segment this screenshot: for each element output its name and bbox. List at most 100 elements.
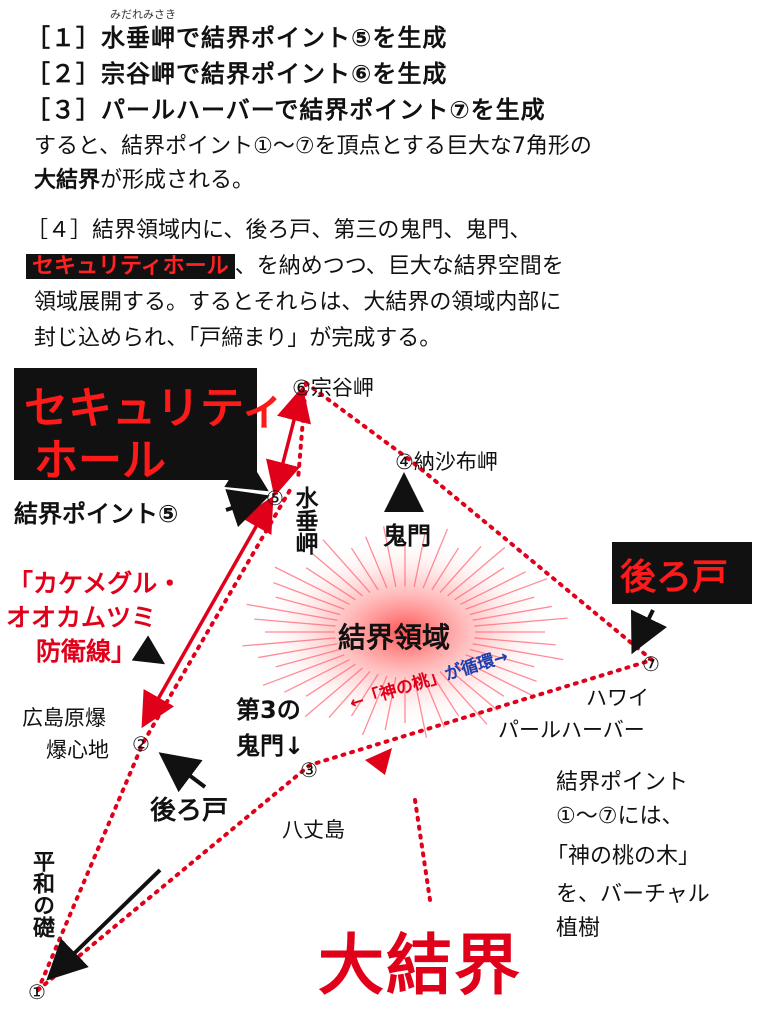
burst-ray [460,571,526,605]
daisan-line-2: 鬼門↓ [236,732,305,760]
burst-ray [431,673,460,717]
burst-ray [447,667,498,711]
burst-ray [465,578,548,610]
burst-ray [382,526,397,588]
security-hole-title-2: ホール [34,435,166,486]
hiroshima-line-1: 広島原爆 [22,706,106,730]
burst-ray [284,659,350,693]
burst-ray [312,553,363,597]
security-hole-title-1: セキュリティ [24,383,286,434]
daikekkai-arrow-head [365,748,392,775]
point-2-num: ② [132,732,150,756]
note-line-2: ①～⑦には、 [556,804,684,829]
burst-ray [274,566,350,605]
step-3: ［３］パールハーバーで結界ポイント⑦を生成 [26,96,546,124]
burst-ray [365,536,388,589]
point-7-num: ⑦ [642,652,660,676]
burst-ray [469,596,535,616]
step-2: ［２］宗谷岬で結界ポイント⑥を生成 [26,60,448,88]
burst-ray [474,637,556,646]
burst-ray [460,659,536,698]
pearl-harbor-label: パールハーバー [498,718,645,742]
burst-ray [454,567,505,601]
burst-ray [384,676,397,731]
defense-line-1: 「カケメグル・ [8,569,183,598]
burst-ray [305,663,356,697]
burst-ray [472,643,564,661]
defense-line-3: 防衛線」 [36,637,137,666]
point-1-num: ① [28,980,46,1004]
security-hole-inline: セキュリティホール [26,254,235,279]
burst-rays [242,526,568,738]
daikekkai-bold: 大結界 [34,168,101,193]
arrow-defense [131,635,166,665]
burst-ray [413,676,428,738]
daikekkai-big-label: 大結界 [318,927,522,1004]
heiwa-label: 平和の礎 [29,850,54,938]
ushirodo-bottom-label: 後ろ戸 [150,796,229,826]
burst-ray [350,673,379,717]
step-4-line-4: 封じ込められ、「戸締まり」が完成する。 [34,326,442,351]
ruby-annotation: みだれみさき [110,8,176,21]
burst-ray [304,667,363,718]
burst-ray [439,670,488,725]
kimon-label: 鬼門 [383,522,431,550]
boundary-6-4-7 [304,381,654,662]
point-4-label: ④納沙布岬 [395,450,498,474]
daikekkai-dots [413,798,432,902]
mizutare-label: 水垂岬 [291,486,317,555]
burst-ray [454,663,505,697]
note-line-1: 結界ポイント [556,770,689,795]
arrow-ushirodo-2 [158,752,207,793]
burst-ray [474,617,568,627]
hiroshima-line-2: 爆心地 [46,738,109,762]
step-4-line-2: セキュリティホール、を納めつつ、巨大な結界空間を [26,248,564,280]
defense-line-2: オオカムツミ [6,603,157,632]
arrow-to-1 [46,868,162,981]
ushirodo-top-box [612,542,752,604]
security-hole-box [14,368,257,480]
paragraph-1-line-2: 大結界が形成される。 [34,162,254,194]
note-line-3: 「神の桃の木」 [546,844,701,869]
boundary-1-2-5 [36,488,292,992]
burst-ray [273,581,345,610]
burst-ray [431,547,460,591]
burst-ray [361,675,388,736]
step-4-line-2-rest: 、を納めつつ、巨大な結界空間を [234,254,564,279]
burst-ray [413,533,426,588]
kekkai-ryoiki-label: 結界領域 [338,621,451,654]
ushirodo-top-label: 後ろ戸 [620,557,729,598]
burst-ray [422,675,445,728]
burst-ray [447,546,506,597]
arrow-2-5 [141,495,274,729]
note-line-5: 植樹 [556,916,601,941]
kekkai-point-5-label: 結界ポイント⑤ [14,500,179,528]
step-4-line-1: ［４］結界領域内に、後ろ戸、第三の鬼門、鬼門、 [26,218,532,243]
hawaii-label: ハワイ [586,686,649,710]
hachijo-label: 八丈島 [282,818,345,842]
point-5-num: ⑤ [266,486,284,510]
paragraph-1-rest: が形成される。 [100,168,255,193]
burst-ray [275,596,341,616]
burst-ray [275,648,341,668]
point-6-label: ⑥宗谷岬 [292,376,374,400]
burst-ray [262,654,345,686]
burst-ray [322,539,371,594]
point-3-num: ③ [300,758,318,782]
burst-ray [305,567,356,601]
arrow-ushirodo-7 [631,609,667,655]
arrow-5-6 [266,386,311,497]
paragraph-1-line-1: すると、結界ポイント①～⑦を頂点とする巨大な7角形の [34,134,592,159]
burst-ray [328,670,371,718]
arrow-point5 [225,489,270,528]
step-1: ［１］水垂岬で結界ポイント⑤を生成 [26,24,448,52]
boundary-1-3-7 [36,658,654,992]
burst-ray [472,605,552,621]
burst-ray [469,648,535,668]
step-4-line-3: 領域展開する。するとそれらは、大結界の領域内部に [34,290,562,315]
burst-ray [465,654,537,683]
burst-ray [439,546,482,594]
burst-ray [422,528,449,589]
daisan-line-1: 第3の [236,696,301,724]
